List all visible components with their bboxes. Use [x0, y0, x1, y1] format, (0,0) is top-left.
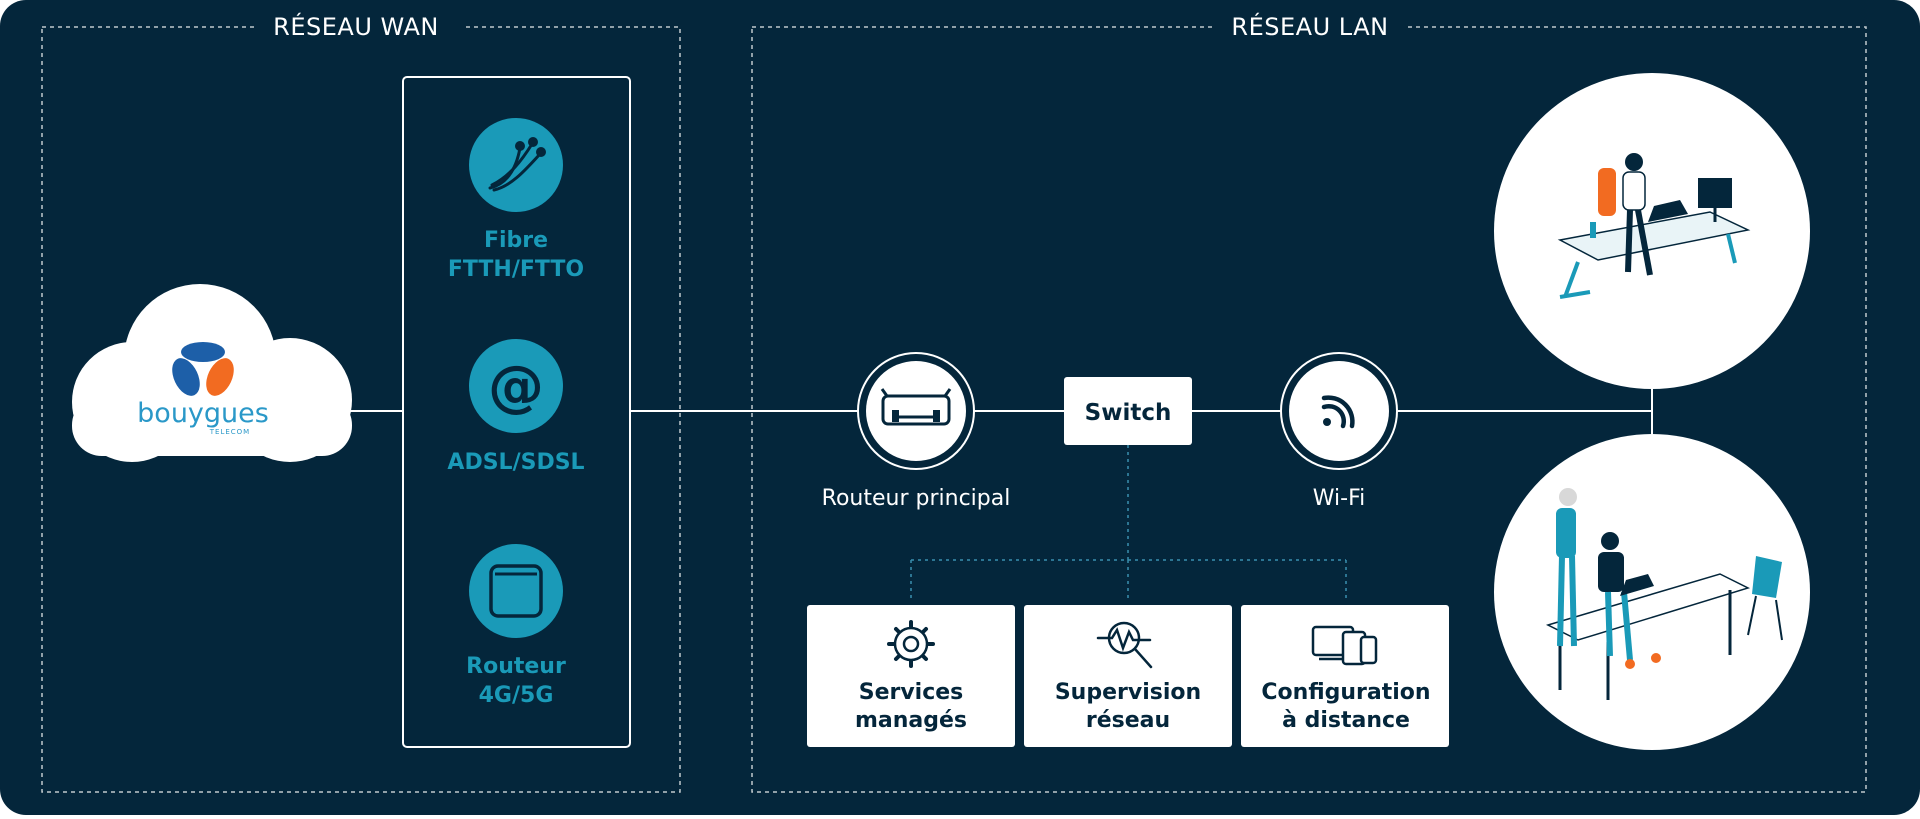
- main-router-node: Routeur principal: [822, 352, 1011, 511]
- devices-icon: [1311, 625, 1378, 666]
- router-box-icon: [489, 564, 543, 618]
- access-option-label: Routeur: [466, 654, 566, 679]
- access-option-fibre: Fibre FTTH/FTTO: [448, 118, 584, 282]
- wan-frame: [41, 26, 681, 793]
- fiber-icon: [488, 137, 546, 192]
- workspace-meeting-node: [1494, 434, 1810, 750]
- access-option-label: ADSL/SDSL: [447, 450, 584, 475]
- lan-frame: [751, 26, 1867, 793]
- service-label: réseau: [1086, 708, 1170, 733]
- lan-title: RÉSEAU LAN: [1231, 12, 1388, 41]
- wifi-icon: [1321, 395, 1355, 429]
- access-option-label: 4G/5G: [479, 683, 554, 708]
- switch-services-connector: [910, 445, 1347, 602]
- switch-node: Switch: [1064, 377, 1192, 445]
- service-label: Configuration: [1261, 680, 1430, 705]
- access-option-adsl: @ ADSL/SDSL: [447, 339, 585, 475]
- wifi-node: Wi-Fi: [1280, 352, 1398, 511]
- router-label: Routeur principal: [822, 486, 1011, 511]
- people-at-meeting-table-illustration: [1545, 488, 1783, 700]
- access-option-label: FTTH/FTTO: [448, 257, 584, 282]
- magnifier-pulse-icon: [1096, 621, 1153, 669]
- service-label: à distance: [1282, 708, 1410, 733]
- wifi-label: Wi-Fi: [1313, 486, 1366, 511]
- service-card-managed: Services managés: [807, 605, 1015, 747]
- access-option-4g5g-router: Routeur 4G/5G: [466, 544, 566, 708]
- person-at-standing-desk-illustration: [1557, 153, 1751, 299]
- switch-label: Switch: [1085, 400, 1172, 426]
- brand-subtext: TELECOM: [209, 428, 250, 436]
- workspace-desk-node: [1494, 73, 1810, 389]
- wan-title: RÉSEAU WAN: [273, 12, 439, 41]
- gear-icon: [887, 620, 935, 668]
- service-card-supervision: Supervision réseau: [1024, 605, 1232, 747]
- access-option-label: Fibre: [484, 228, 548, 253]
- router-icon: [880, 388, 952, 426]
- access-options-panel: [402, 76, 631, 748]
- service-label: managés: [855, 708, 967, 733]
- service-label: Supervision: [1055, 680, 1201, 705]
- bouygues-logo: bouygues TELECOM: [137, 342, 269, 436]
- service-label: Services: [859, 680, 964, 705]
- provider-cloud: bouygues TELECOM: [72, 284, 352, 462]
- service-card-remote-config: Configuration à distance: [1241, 605, 1449, 747]
- at-sign-icon: @: [488, 354, 544, 419]
- brand-wordmark: bouygues: [137, 398, 269, 429]
